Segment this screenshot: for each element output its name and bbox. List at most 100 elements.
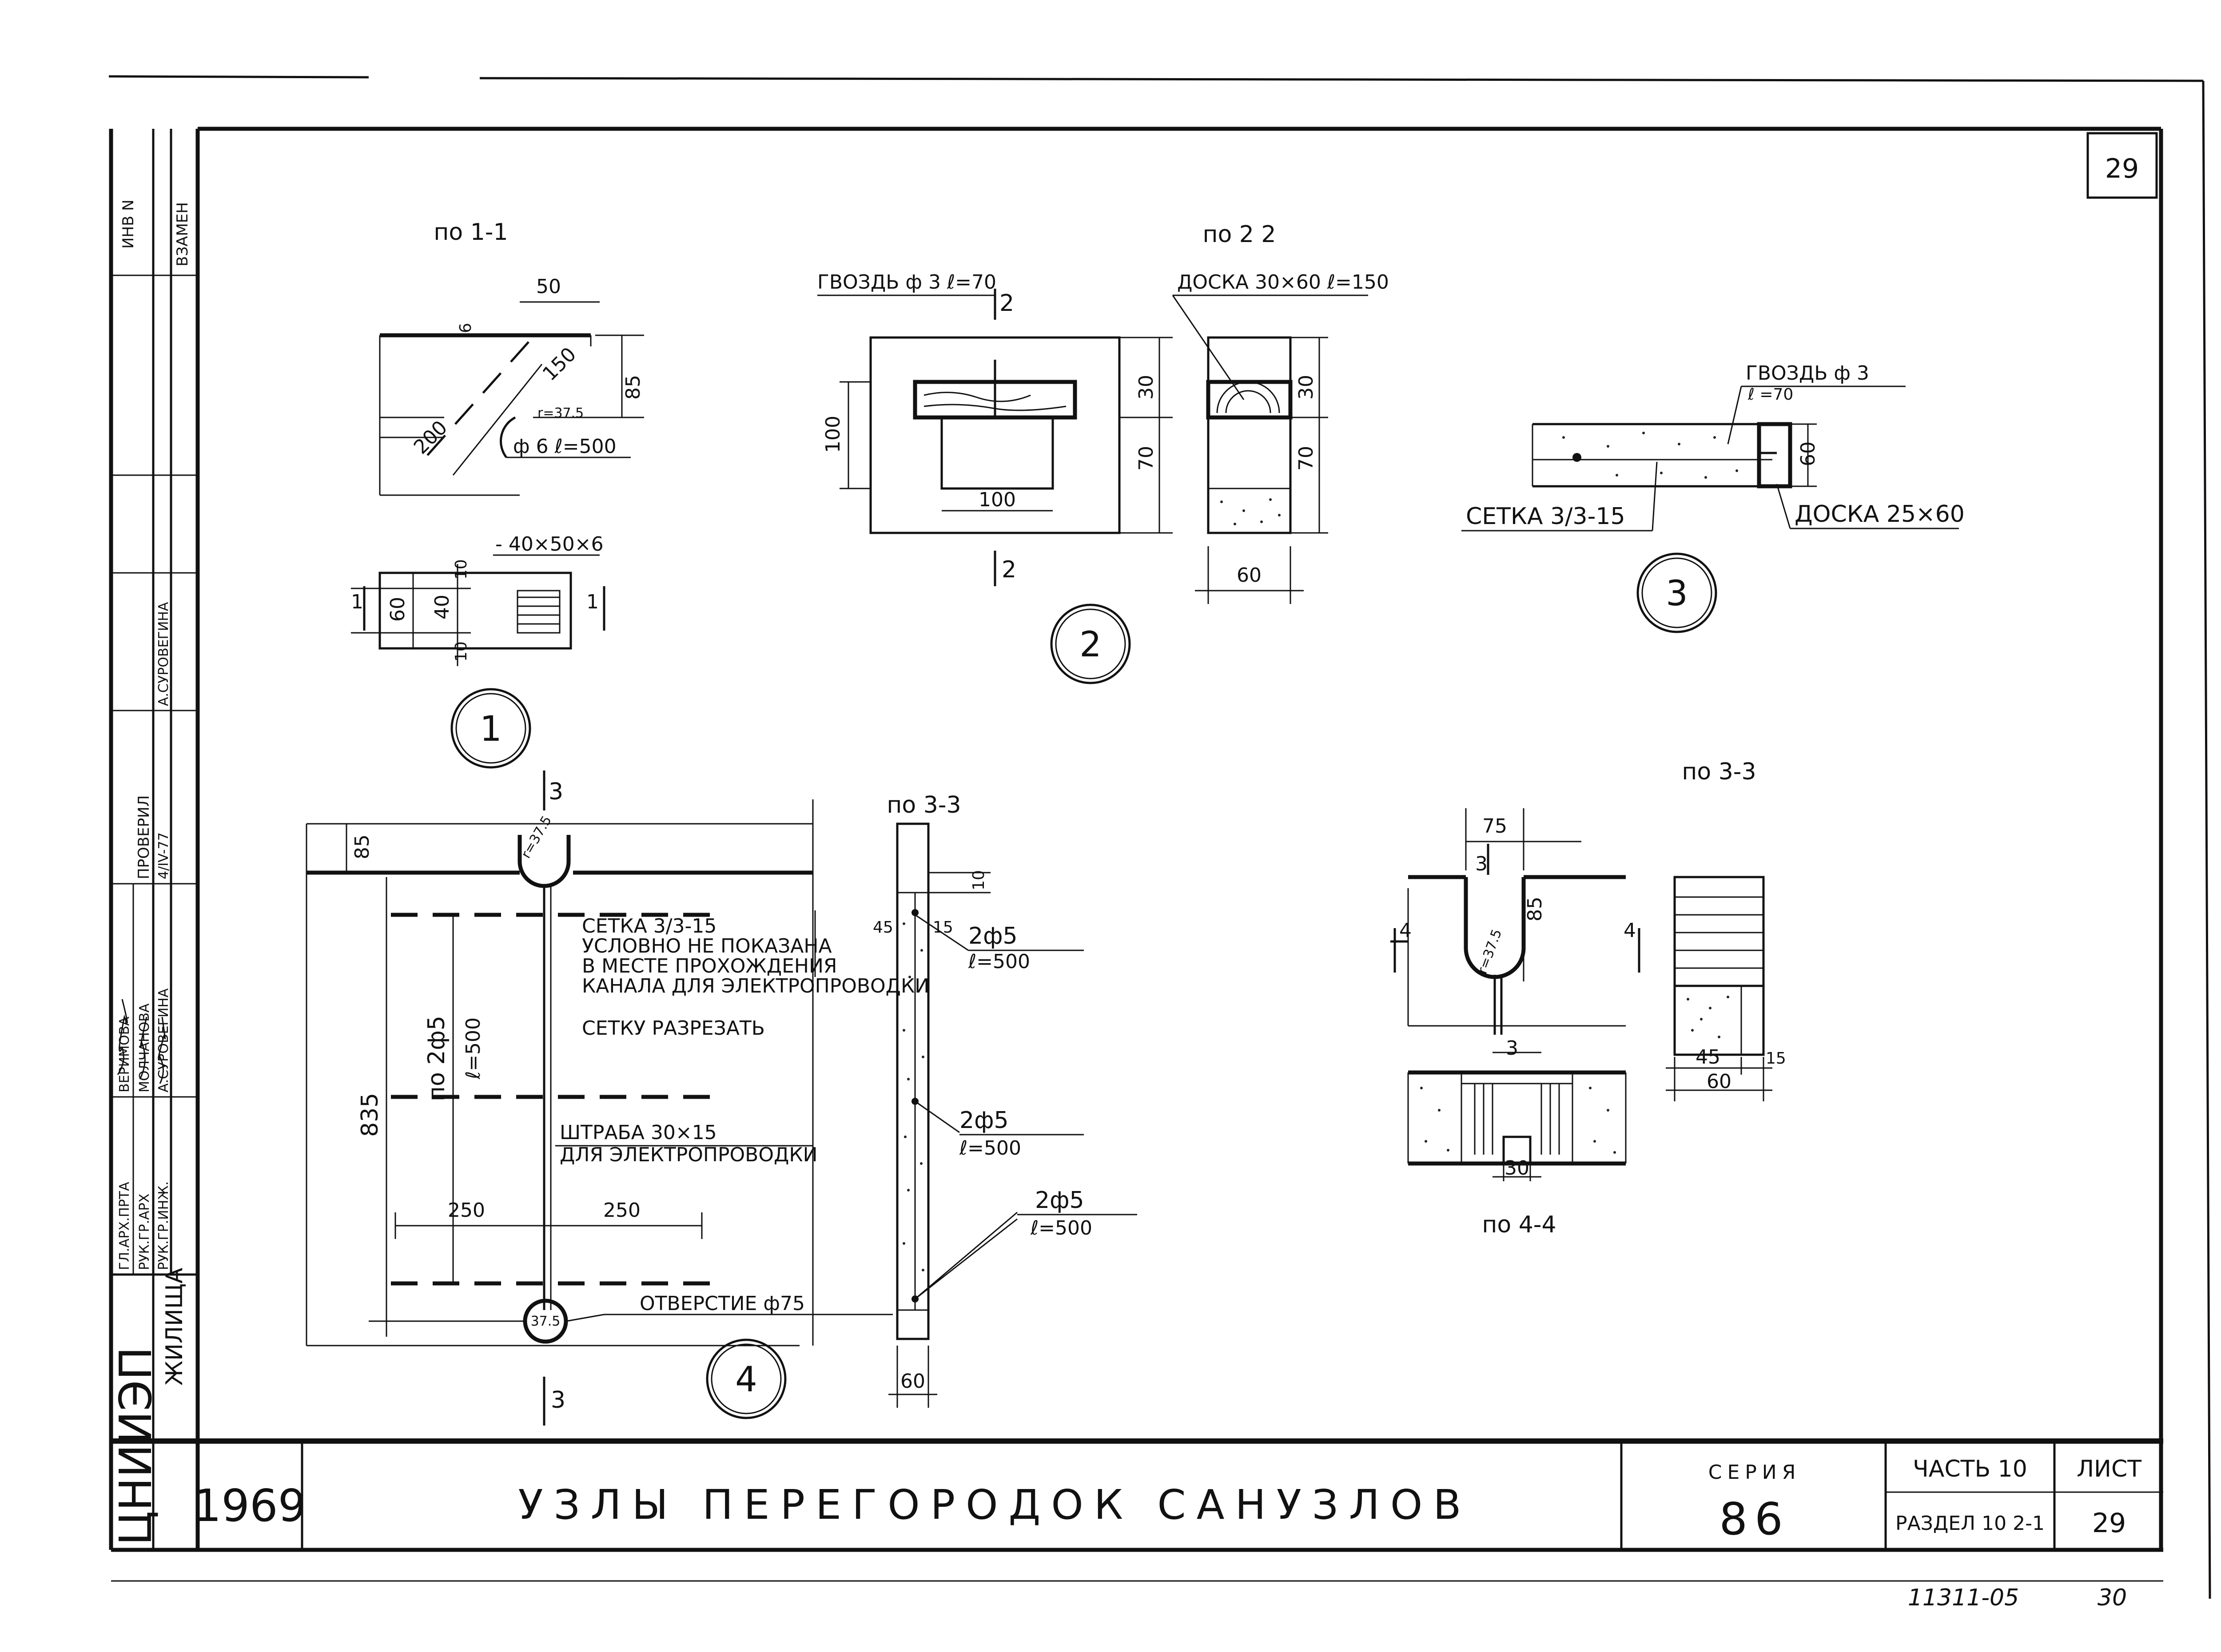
section33-rebar-2-len: ℓ=500 [959, 1137, 1021, 1160]
detail4-dim-835: 835 [357, 1093, 383, 1137]
role-1: ГЛ.АРХ.ПРТА [117, 1182, 132, 1270]
signature-1 [117, 999, 128, 1075]
detail1-marker: 1 [480, 709, 502, 749]
detail2-dim-70b: 70 [1295, 446, 1317, 471]
detail4-cut-mark-bottom: 3 [551, 1387, 565, 1414]
sheet-label: ЛИСТ [2077, 1456, 2141, 1482]
role-2: РУК.ГР.АРХ [137, 1194, 152, 1270]
detail4-dim-250-left: 250 [448, 1199, 485, 1222]
detail3-concrete-fill [1562, 432, 1738, 479]
detail3-nail-len: ℓ =70 [1747, 385, 1793, 404]
section33-rebar-3-len: ℓ=500 [1030, 1217, 1092, 1239]
detail2-section-label: по 2 2 [1202, 221, 1276, 248]
detail-1: по 1-1 50 6 150 r=37.5 85 200 ф 6 ℓ=500 … [351, 219, 645, 769]
section44-dim-30: 30 [1505, 1157, 1529, 1179]
section33-dim-60: 60 [900, 1370, 925, 1393]
detail4-note-4: КАНАЛА ДЛЯ ЭЛЕКТРОПРОВОДКИ [582, 975, 929, 997]
detail1-plate-hatch [517, 596, 560, 625]
archive-suffix: 30 [2098, 1584, 2127, 1611]
section33-rebar-1-len: ℓ=500 [968, 950, 1030, 973]
section33r-dim-r: r=37.5 [1475, 927, 1505, 976]
detail2-dim-100-v: 100 [822, 416, 844, 453]
section33r-dim-45: 45 [1696, 1046, 1720, 1068]
section33r-cut-4-left: 4 [1399, 919, 1412, 942]
detail4-note-cut: СЕТКУ РАЗРЕЗАТЬ [582, 1017, 765, 1040]
org-main: ЦНИИЭП [110, 1347, 162, 1545]
org-sub: ЖИЛИЩА [161, 1267, 188, 1386]
detail1-dim-50: 50 [536, 275, 561, 298]
section33-rebar-1: 2ф5 [968, 923, 1018, 949]
name-3: А.СУРОВЕГИНА [156, 988, 171, 1092]
series-value: 86 [1719, 1493, 1790, 1545]
detail4-groove-1: ШТРАБА 30×15 [560, 1121, 717, 1144]
detail1-plate-dim-40: 40 [431, 595, 454, 620]
archive-number: 11311-05 [1908, 1584, 2019, 1611]
detail4-groove-2: ДЛЯ ЭЛЕКТРОПРОВОДКИ [560, 1144, 818, 1166]
detail2-concrete-fill [1220, 498, 1281, 525]
section33-rebar-3: 2ф5 [1035, 1187, 1084, 1214]
detail1-plate-dim-10a: 10 [452, 559, 470, 580]
detail2-dim-70a: 70 [1135, 446, 1158, 471]
detail1-cut-mark-right: 1 [586, 591, 599, 613]
year: 1969 [193, 1480, 306, 1532]
part-label: ЧАСТЬ 10 [1913, 1456, 2027, 1482]
detail4-dim-375: 37.5 [531, 1314, 561, 1329]
title-block: 1969 УЗЛЫ ПЕРЕГОРОДОК САНУЗЛОВ СЕРИЯ 86 … [193, 1441, 2163, 1611]
section44-label: по 4-4 [1482, 1211, 1556, 1238]
sheet-frame [108, 75, 2211, 1599]
section33r-dim-85: 85 [1524, 897, 1546, 921]
name-4: А.СУРОВЕГИНА [156, 602, 171, 706]
name-2: МОЛЧАНОВА [137, 1003, 152, 1092]
section33r-dim-75: 75 [1482, 815, 1507, 838]
detail3-marker: 3 [1666, 574, 1688, 614]
role-3: РУК.ГР.ИНЖ. [156, 1181, 171, 1270]
detail1-dim-r: r=37.5 [537, 405, 584, 421]
section33r-dim-3-top: 3 [1475, 853, 1488, 875]
detail3-nail-label: ГВОЗДЬ ф 3 [1746, 362, 1869, 385]
sidebar: ИНВ N ВЗАМЕН ГЛ.АРХ.ПРТА РУК.ГР.АРХ РУК.… [110, 129, 198, 1550]
role-checked: ПРОВЕРИЛ [135, 795, 153, 879]
detail1-plate-dim-60: 60 [386, 597, 409, 622]
detail2-dim-100-h: 100 [979, 488, 1016, 511]
detail3-dim-60: 60 [1797, 441, 1819, 466]
detail1-dim-85: 85 [622, 375, 645, 400]
sheet-value: 29 [2092, 1508, 2126, 1539]
section33-rebar-2: 2ф5 [959, 1107, 1009, 1134]
section33r-dim-15: 15 [1766, 1049, 1786, 1068]
detail1-cut-mark-left: 1 [351, 591, 363, 613]
detail1-rebar: ф 6 ℓ=500 [513, 435, 617, 458]
detail4-dim-r: r=37.5 [518, 813, 555, 861]
detail4-rebar-vertical: по 2ф5 [423, 1016, 450, 1101]
section33-dim-45: 45 [873, 918, 893, 937]
section33r-dim-3-bottom: 3 [1506, 1037, 1518, 1060]
detail1-dim-150: 150 [538, 343, 581, 385]
inv-no-label: ИНВ N [119, 199, 137, 249]
detail4-marker: 4 [735, 1360, 757, 1400]
section-3-3-right: по 3-3 75 3 r=37.5 85 4 4 3 [1390, 758, 1786, 1101]
section33-dim-10: 10 [970, 870, 988, 890]
date-stamp: 4/IV-77 [156, 832, 171, 879]
detail-3: ГВОЗДЬ ф 3 ℓ =70 60 СЕТКА 3/3-15 ДОСКА 2… [1461, 362, 1965, 633]
detail4-rebar-vertical-len: ℓ=500 [462, 1017, 485, 1080]
detail4-hole-label: ОТВЕРСТИЕ ф75 [640, 1292, 805, 1315]
detail3-mesh-label: СЕТКА 3/3-15 [1466, 503, 1625, 530]
section-label: РАЗДЕЛ 10 2-1 [1895, 1512, 2045, 1535]
series-label: СЕРИЯ [1708, 1461, 1801, 1484]
detail4-note-1: СЕТКА 3/3-15 [582, 915, 716, 937]
detail2-board-label: ДОСКА 30×60 ℓ=150 [1177, 271, 1389, 294]
name-1: ВЕРИМОВА [117, 1017, 132, 1092]
section33r-dim-60: 60 [1707, 1070, 1731, 1093]
detail4-note-2: УСЛОВНО НЕ ПОКАЗАНА [582, 935, 832, 957]
detail1-dim-6: 6 [457, 323, 475, 333]
detail1-plate-dim-10b: 10 [452, 641, 470, 662]
detail2-cut-mark-bottom: 2 [1002, 556, 1016, 583]
section-4-4: 30 по 4-4 [1407, 1070, 1627, 1238]
corner-sheet-number-box: 29 [2086, 132, 2158, 199]
signature-2 [139, 1017, 147, 1080]
detail4-dim-250-right: 250 [603, 1199, 641, 1222]
corner-sheet-number: 29 [2105, 153, 2139, 184]
section33r-cut-4-right: 4 [1624, 919, 1636, 942]
replaces-label: ВЗАМЕН [174, 202, 191, 266]
detail1-dim-200: 200 [410, 416, 452, 458]
